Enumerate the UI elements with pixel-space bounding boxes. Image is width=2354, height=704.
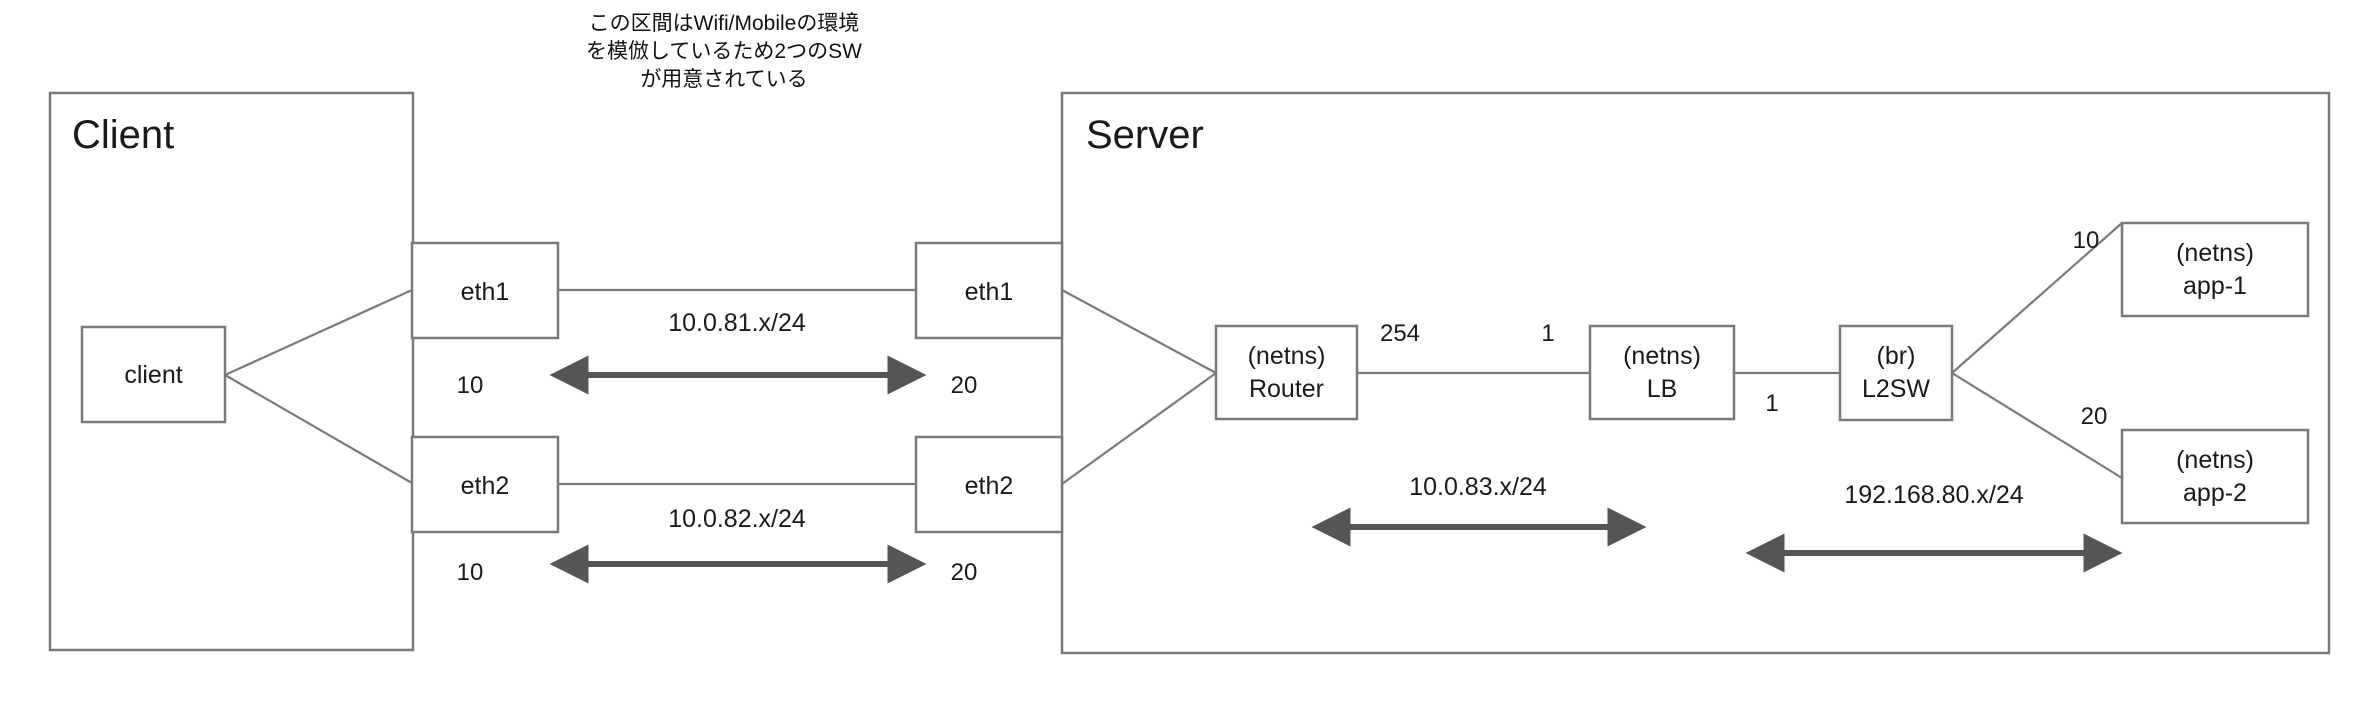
octet-router-to-lb: 254 — [1380, 320, 1420, 347]
octet-server-eth2: 20 — [951, 559, 978, 586]
node-router[interactable] — [1214, 324, 1359, 421]
node-l2sw[interactable] — [1838, 324, 1954, 422]
subnet-label-10-0-82: 10.0.82.x/24 — [668, 505, 806, 533]
node-l2sw-label-line2: L2SW — [1862, 375, 1930, 403]
node-router-label-line2: Router — [1249, 375, 1324, 403]
node-client-label: client — [124, 361, 182, 389]
annotation-line-3: が用意されている — [640, 68, 807, 91]
link-l2sw-to-app2 — [1951, 372, 2123, 479]
octet-lb-from-router: 1 — [1541, 320, 1554, 347]
server-zone-title: Server — [1086, 113, 1204, 157]
link-client-to-eth2 — [224, 374, 413, 484]
node-app-2-label-line2: app-2 — [2183, 479, 2247, 507]
link-server-eth2-to-router — [1061, 372, 1217, 485]
octet-client-eth2: 10 — [457, 559, 484, 586]
node-server-eth2[interactable] — [914, 435, 1064, 534]
link-client-to-eth1 — [224, 288, 413, 377]
node-client-eth2-label: eth2 — [461, 472, 510, 500]
octet-client-eth1: 10 — [457, 372, 484, 399]
node-client-eth2[interactable] — [410, 435, 560, 534]
subnet-label-192-168-80: 192.168.80.x/24 — [1844, 481, 2023, 509]
node-app-1-label-line2: app-1 — [2183, 272, 2247, 300]
node-server-eth1-label: eth1 — [965, 278, 1014, 306]
node-client-eth1-label: eth1 — [461, 278, 510, 306]
node-app-1[interactable] — [2120, 221, 2310, 318]
subnet-label-10-0-81: 10.0.81.x/24 — [668, 309, 806, 337]
node-server-eth1[interactable] — [914, 241, 1064, 340]
node-lb-label-line2: LB — [1647, 375, 1678, 403]
node-lb-label-line1: (netns) — [1623, 342, 1701, 370]
subnet-label-10-0-83: 10.0.83.x/24 — [1409, 473, 1547, 501]
client-zone-title: Client — [72, 113, 174, 157]
link-server-eth1-to-router — [1061, 289, 1217, 374]
octet-server-eth1: 20 — [951, 372, 978, 399]
link-l2sw-to-app1 — [1951, 222, 2123, 374]
node-client-eth1[interactable] — [410, 241, 560, 340]
octet-lb-to-l2sw: 1 — [1765, 390, 1778, 417]
node-app-2[interactable] — [2120, 428, 2310, 525]
annotation-line-2: を模倣しているため2つのSW — [586, 40, 862, 63]
octet-app-1: 10 — [2073, 227, 2100, 254]
node-client[interactable] — [80, 325, 227, 424]
annotation-line-1: この区間はWifi/Mobileの環境 — [589, 12, 860, 35]
octet-app-2: 20 — [2081, 403, 2108, 430]
node-l2sw-label-line1: (br) — [1877, 342, 1916, 370]
node-lb[interactable] — [1588, 324, 1736, 421]
node-app-2-label-line1: (netns) — [2176, 446, 2254, 474]
node-app-1-label-line1: (netns) — [2176, 239, 2254, 267]
node-router-label-line1: (netns) — [1248, 342, 1326, 370]
node-server-eth2-label: eth2 — [965, 472, 1014, 500]
annotation-note: この区間はWifi/Mobileの環境 を模倣しているため2つのSW が用意され… — [586, 12, 862, 91]
